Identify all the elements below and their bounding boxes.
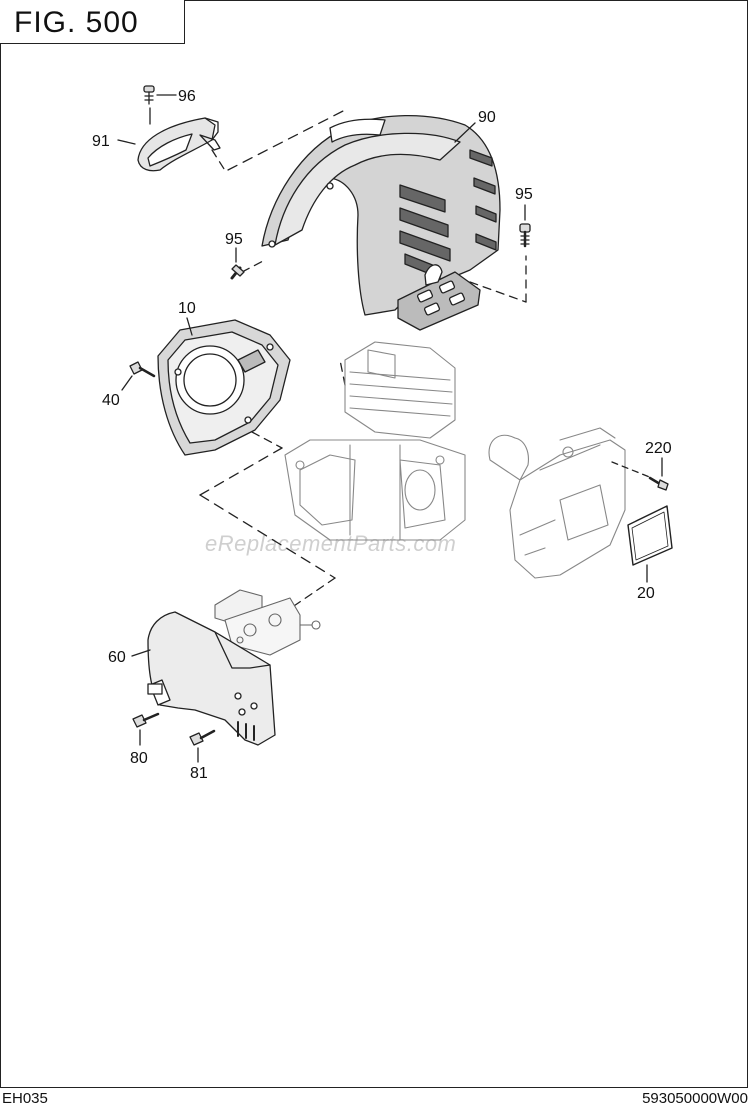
model-code: EH035 [2, 1090, 48, 1107]
screw-96 [143, 85, 177, 105]
callout-40: 40 [102, 392, 120, 409]
callout-10: 10 [178, 300, 196, 317]
screw-80 [132, 712, 160, 728]
screw-220 [648, 476, 669, 491]
muffler [488, 427, 626, 579]
engine-cover-90 [261, 114, 501, 331]
screw-95-right [519, 223, 531, 248]
figure-title: FIG. 500 [14, 6, 139, 39]
gasket-20 [627, 505, 673, 566]
callout-220: 220 [645, 440, 672, 457]
callout-95-right: 95 [515, 186, 533, 203]
figure-title-box: FIG. 500 [0, 0, 185, 44]
diagram-frame [0, 0, 748, 1088]
watermark-text: eReplacementParts.com [205, 531, 456, 556]
engine-block [284, 341, 466, 541]
callout-91: 91 [92, 133, 110, 150]
callout-96: 96 [178, 88, 196, 105]
callout-95-left: 95 [225, 231, 243, 248]
callout-80: 80 [130, 750, 148, 767]
cover-tab-91 [137, 117, 221, 172]
callout-90: 90 [478, 109, 496, 126]
callout-60: 60 [108, 649, 126, 666]
screw-81 [189, 729, 216, 746]
fan-housing-10 [157, 319, 291, 456]
callout-81: 81 [190, 765, 208, 782]
carburetor-insulator [214, 589, 321, 656]
callout-20: 20 [637, 585, 655, 602]
screw-95-left [230, 264, 245, 280]
screw-40 [129, 361, 156, 378]
bracket-plate-60 [147, 611, 276, 746]
part-number: 593050000W00 [642, 1090, 748, 1107]
